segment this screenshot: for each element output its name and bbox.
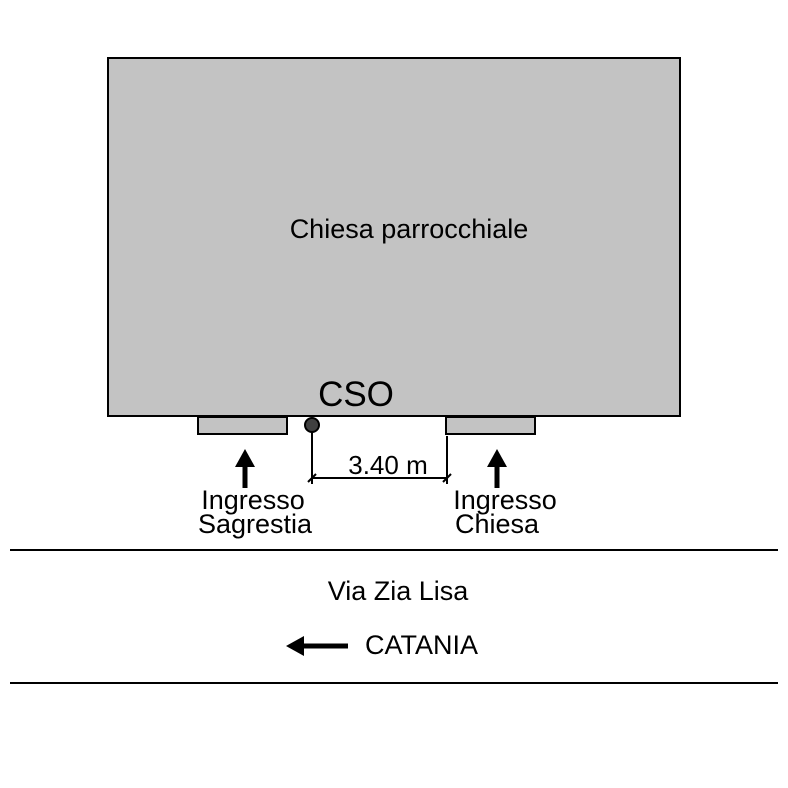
- dimension-line: [307, 432, 452, 484]
- church-entrance-arrow-icon: [487, 449, 507, 488]
- church-entrance-label-line1: Ingresso: [453, 485, 557, 515]
- church-building: [107, 57, 681, 417]
- sacristy-step: [197, 416, 288, 435]
- direction-label: CATANIA: [365, 630, 478, 660]
- cso-label: CSO: [318, 375, 394, 414]
- church-entrance-label-line2: Chiesa: [455, 509, 540, 539]
- sacristy-entrance-label-line1: Ingresso: [201, 485, 305, 515]
- left-arrow-icon: [286, 636, 348, 656]
- sacristy-entrance-label-line2: Sagrestia: [198, 509, 313, 539]
- dimension-label: 3.40 m: [348, 450, 428, 480]
- church-step: [445, 416, 536, 435]
- street-name: Via Zia Lisa: [328, 576, 470, 606]
- sacristy-entrance-arrow-icon: [235, 449, 255, 488]
- building-label: Chiesa parrocchiale: [290, 214, 529, 244]
- cso-point-marker: [304, 417, 320, 433]
